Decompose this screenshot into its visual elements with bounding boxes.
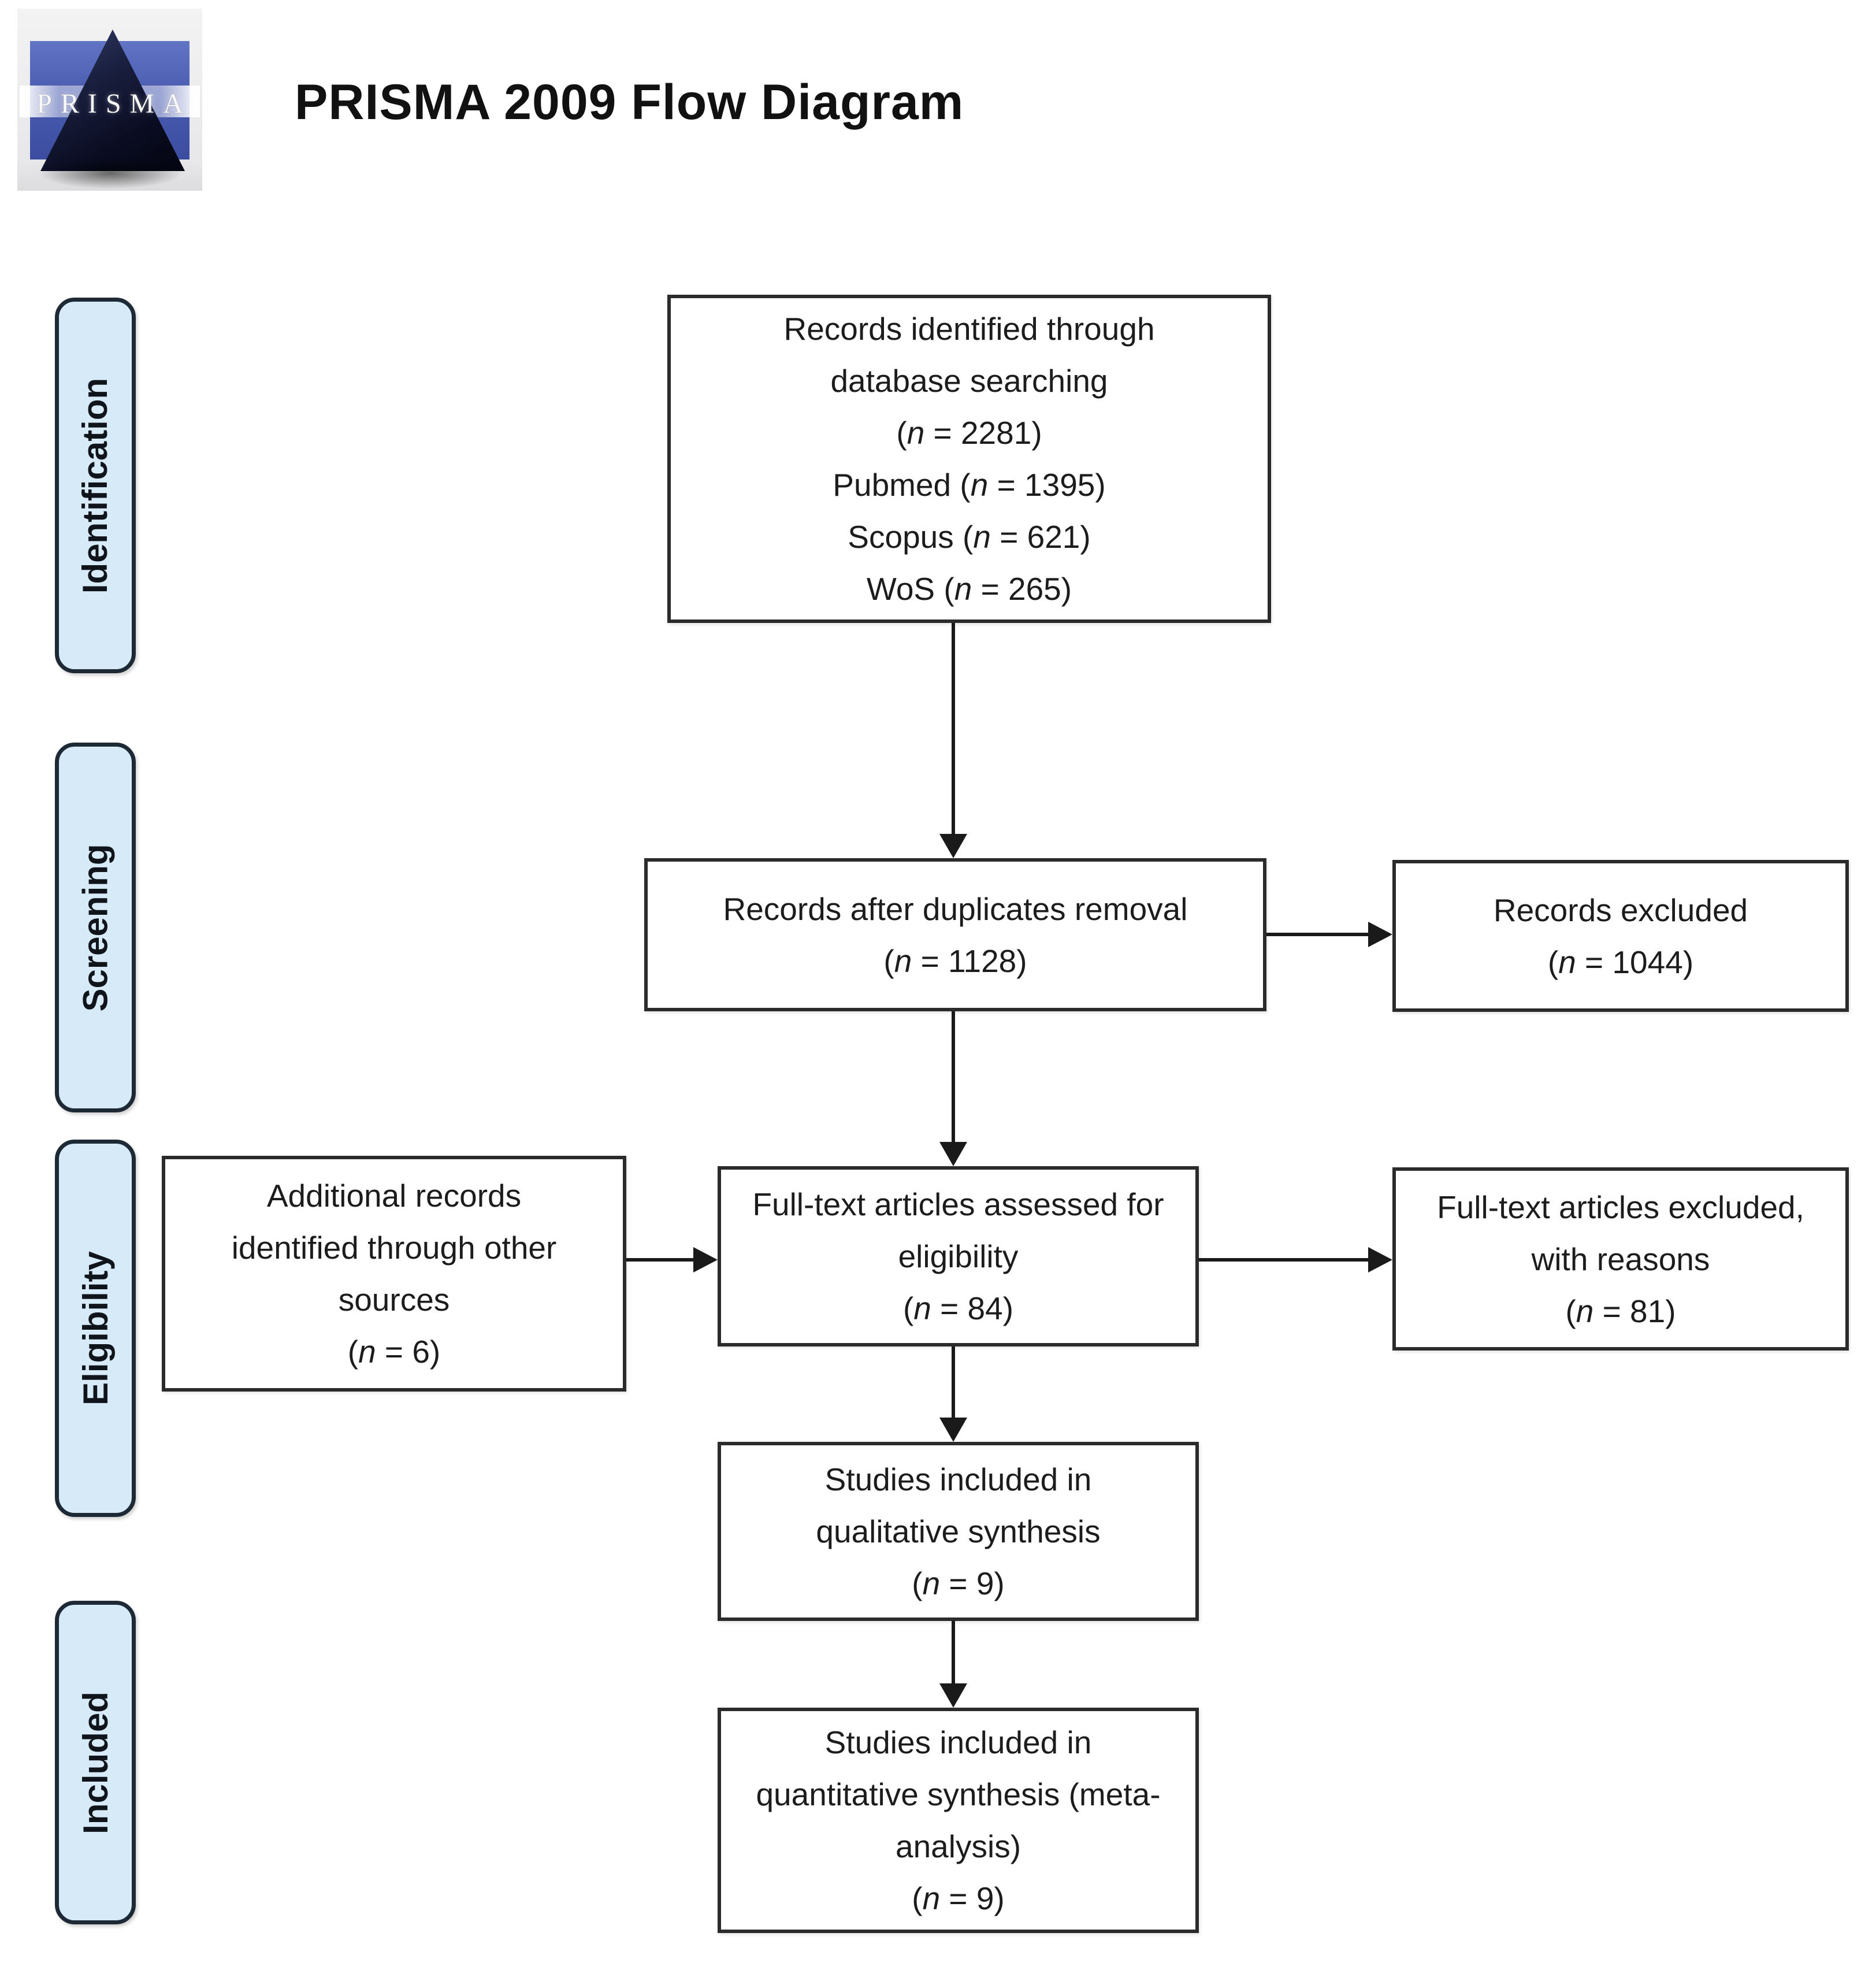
arrow-right-head-icon bbox=[693, 1247, 718, 1273]
stage-label-text: Included bbox=[76, 1691, 115, 1834]
arrow-down-head-icon bbox=[939, 1142, 967, 1166]
flow-box-records-excluded: Records excluded(n = 1044) bbox=[1392, 860, 1849, 1012]
arrow-right-head-icon bbox=[1368, 922, 1392, 947]
arrow-duplicates-to-fulltext-line bbox=[952, 1011, 955, 1143]
stage-label-text: Screening bbox=[76, 843, 115, 1012]
arrow-additional-to-fulltext-line bbox=[626, 1258, 694, 1262]
arrow-right-head-icon bbox=[1368, 1247, 1392, 1273]
arrow-identified-to-duplicates-line bbox=[952, 623, 955, 835]
flow-box-fulltext-excluded: Full-text articles excluded,with reasons… bbox=[1392, 1167, 1849, 1351]
arrow-qualitative-to-quantitative-line bbox=[952, 1621, 955, 1685]
stage-label-included: Included bbox=[55, 1601, 136, 1924]
prisma-logo: PRISMA bbox=[17, 9, 202, 191]
arrow-fulltext-to-ft-excluded-line bbox=[1199, 1258, 1369, 1262]
logo-wordmark: PRISMA bbox=[36, 88, 192, 119]
arrow-fulltext-to-qualitative-line bbox=[952, 1346, 955, 1419]
arrow-duplicates-to-excluded-line bbox=[1266, 933, 1369, 936]
arrow-down-head-icon bbox=[939, 1418, 967, 1442]
logo-shadow bbox=[32, 157, 188, 190]
stage-label-identification: Identification bbox=[55, 298, 136, 673]
flow-box-after-duplicates: Records after duplicates removal(n = 112… bbox=[644, 858, 1266, 1011]
arrow-down-head-icon bbox=[939, 834, 967, 858]
stage-label-text: Identification bbox=[76, 377, 115, 593]
page-title: PRISMA 2009 Flow Diagram bbox=[295, 75, 964, 130]
stage-label-text: Eligibility bbox=[76, 1251, 115, 1405]
arrow-down-head-icon bbox=[939, 1683, 967, 1708]
stage-label-eligibility: Eligibility bbox=[55, 1140, 136, 1517]
stage-label-screening: Screening bbox=[55, 743, 136, 1112]
